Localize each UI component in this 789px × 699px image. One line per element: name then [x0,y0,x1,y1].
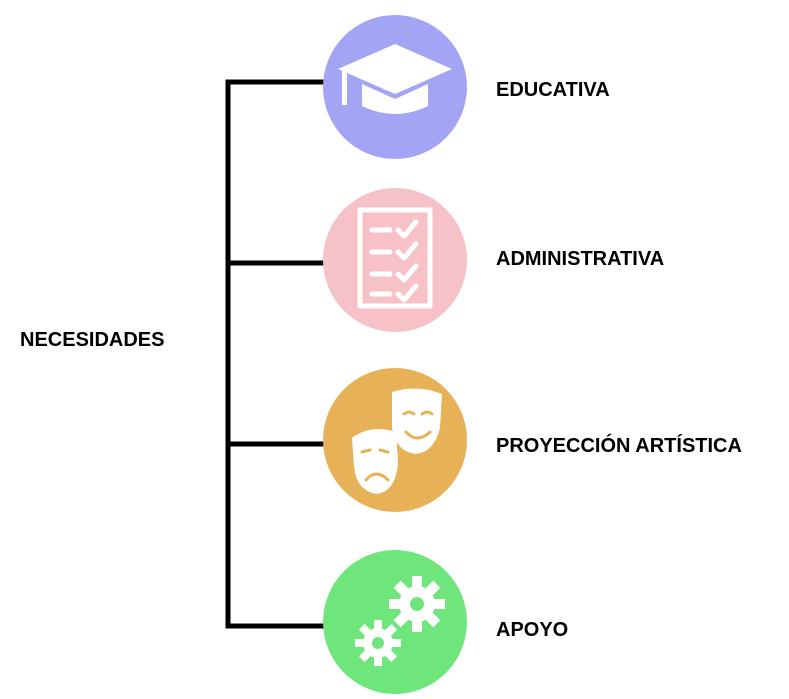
node-proyeccion-artistica [323,368,467,512]
gears-icon [355,576,445,666]
node-educativa [323,15,467,159]
branch-label-proyeccion-artistica: PROYECCIÓN ARTÍSTICA [496,435,742,457]
node-circle-apoyo [323,550,467,694]
branch-label-apoyo: APOYO [496,619,569,641]
node-administrativa [323,188,467,332]
root-label: NECESIDADES [20,329,165,351]
branch-label-administrativa: ADMINISTRATIVA [496,248,665,270]
checklist-icon [357,207,433,309]
theater-masks-icon [352,388,442,494]
node-apoyo [323,550,467,694]
graduation-cap-icon [338,44,452,114]
branch-label-educativa: EDUCATIVA [496,79,610,101]
connector-lines [225,79,338,629]
